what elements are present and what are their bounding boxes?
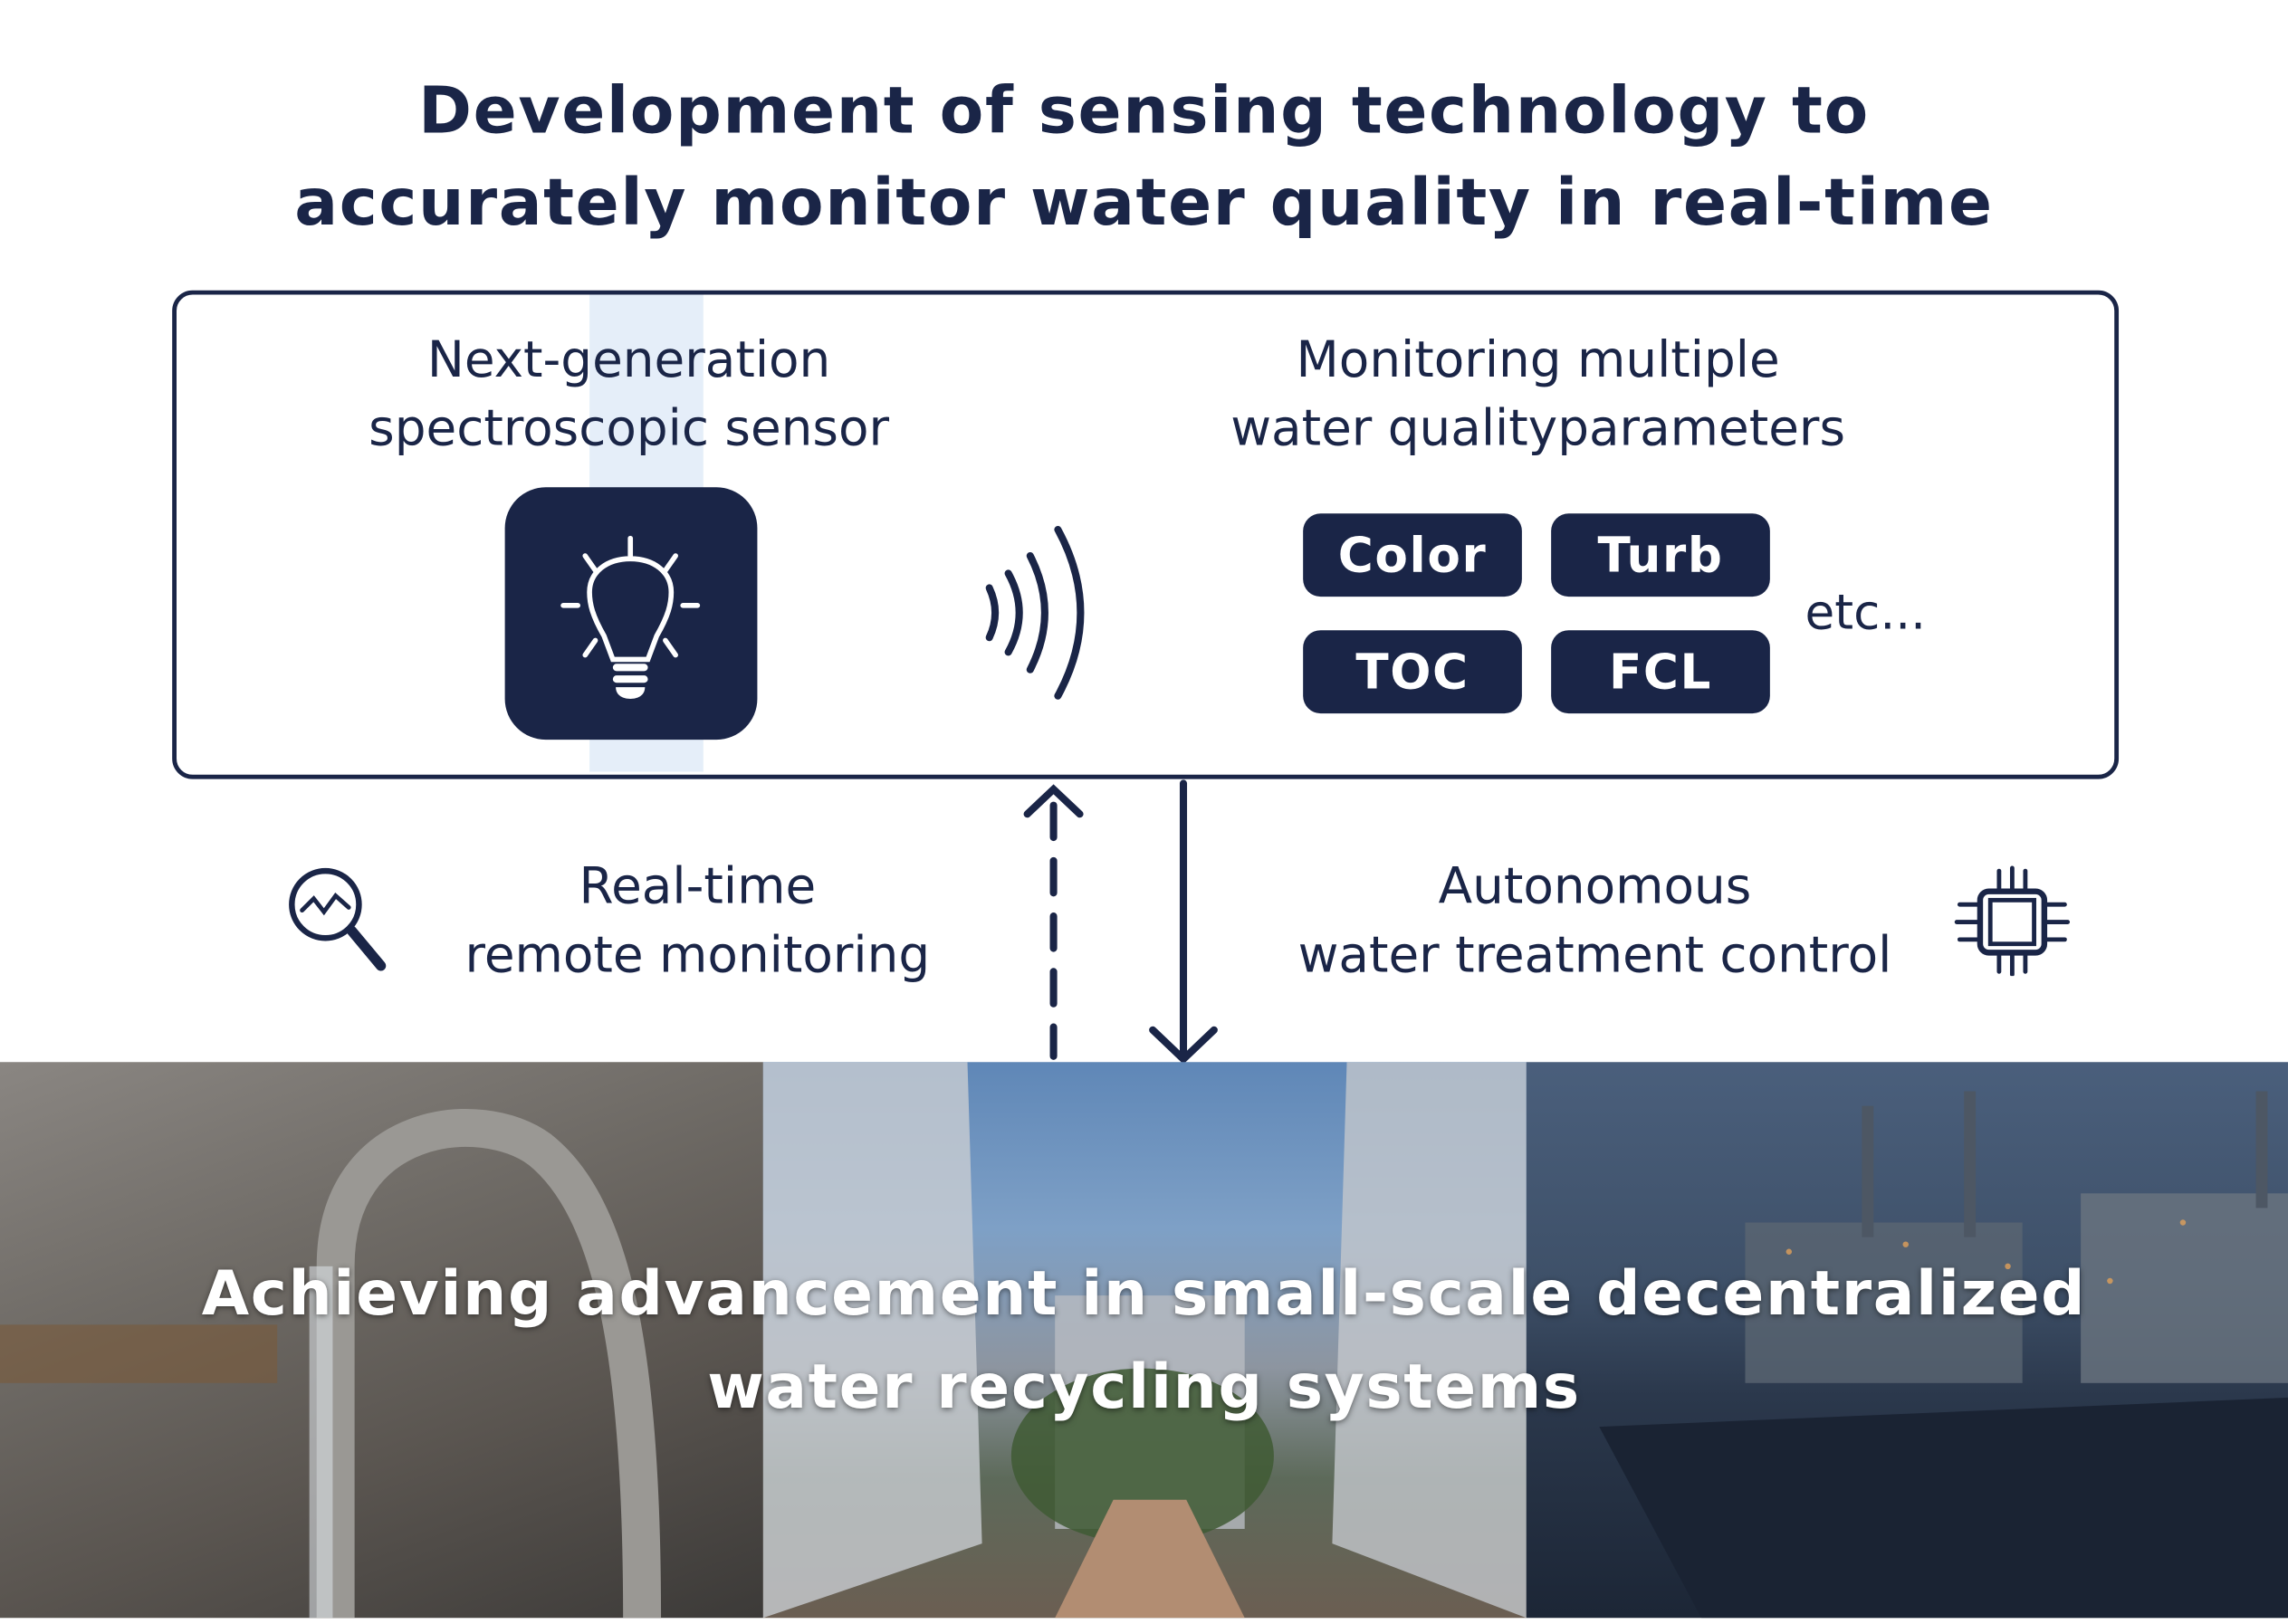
wireless-signal-icon bbox=[985, 525, 1085, 700]
control-line1: Autonomous bbox=[1438, 857, 1752, 917]
param-chip-color: Color bbox=[1303, 513, 1522, 597]
page-title: Development of sensing technology to acc… bbox=[0, 66, 2288, 250]
sensing-panel bbox=[172, 290, 2120, 779]
remote-line1: Real-time bbox=[579, 857, 817, 917]
monitoring-heading-line2: water qualityparameters bbox=[1230, 399, 1846, 459]
sensor-tile bbox=[504, 487, 758, 740]
etc-label: etc... bbox=[1805, 583, 1927, 641]
banner-line2: water recycling systems bbox=[707, 1351, 1581, 1423]
banner-text: Achieving advancement in small-scale dec… bbox=[0, 1247, 2288, 1434]
building-illustration bbox=[762, 1062, 1527, 1619]
magnifier-chart-icon bbox=[289, 867, 387, 971]
lightbulb-icon bbox=[560, 535, 701, 699]
data-flow-arrows bbox=[1023, 779, 1218, 1065]
param-chip-toc: TOC bbox=[1303, 630, 1522, 714]
sensor-heading-line1: Next-generation bbox=[426, 330, 831, 390]
title-line-2: accurately monitor water quality in real… bbox=[294, 166, 1994, 241]
remote-line2: remote monitoring bbox=[464, 926, 931, 985]
banner-line1: Achieving advancement in small-scale dec… bbox=[201, 1257, 2087, 1330]
remote-monitoring-label: Real-time remote monitoring bbox=[406, 854, 990, 990]
monitoring-heading: Monitoring multiple water qualityparamet… bbox=[1173, 327, 1903, 463]
sensor-heading: Next-generation spectroscopic sensor bbox=[337, 327, 921, 463]
plant-illustration bbox=[1599, 1091, 2288, 1619]
photo-kitchen-faucet bbox=[0, 1062, 763, 1619]
monitoring-heading-line1: Monitoring multiple bbox=[1296, 330, 1780, 390]
chip-icon bbox=[1954, 865, 2071, 977]
sensor-heading-line2: spectroscopic sensor bbox=[369, 399, 890, 459]
param-chip-turb: Turb bbox=[1551, 513, 1770, 597]
photo-school-building bbox=[762, 1062, 1527, 1619]
autonomous-control-label: Autonomous water treatment control bbox=[1259, 854, 1930, 990]
title-line-1: Development of sensing technology to bbox=[418, 74, 1870, 149]
control-line2: water treatment control bbox=[1297, 926, 1892, 985]
photo-treatment-plant bbox=[1526, 1062, 2288, 1619]
faucet-illustration bbox=[0, 1109, 662, 1619]
param-chip-fcl: FCL bbox=[1551, 630, 1770, 714]
